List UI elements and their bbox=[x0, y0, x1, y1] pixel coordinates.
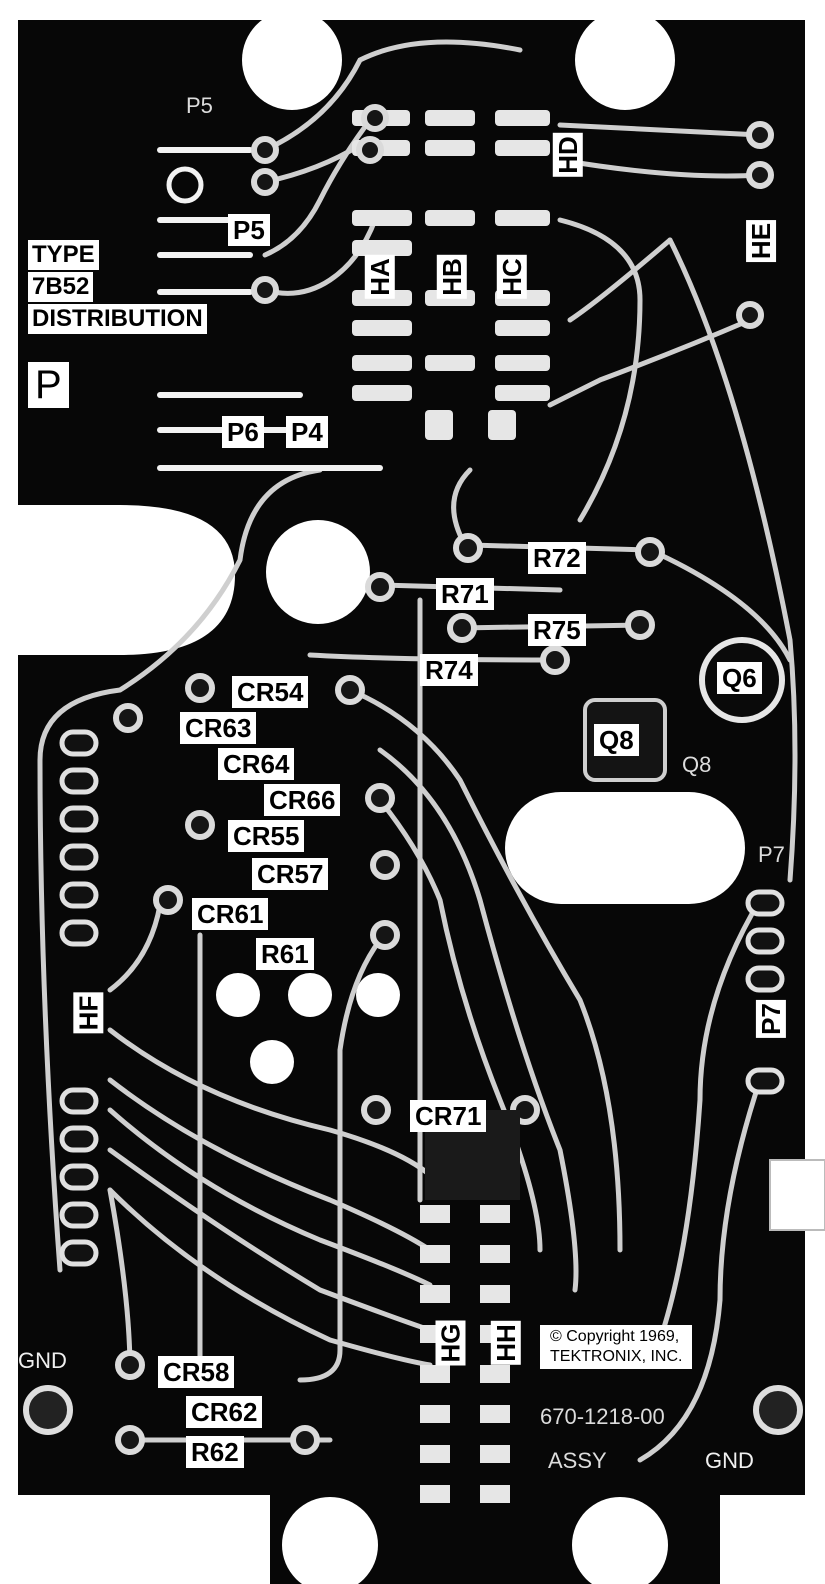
label-cr61: CR61 bbox=[192, 898, 269, 930]
silk-q8: Q8 bbox=[682, 752, 712, 777]
p7-pins bbox=[745, 889, 785, 1095]
label-r62: R62 bbox=[186, 1436, 244, 1468]
title-line-model: 7B52 bbox=[28, 272, 94, 302]
label-cr58: CR58 bbox=[158, 1356, 235, 1388]
label-hh: HH bbox=[490, 1321, 521, 1365]
label-p4: P4 bbox=[286, 416, 328, 448]
part-number: 670-1218-00 bbox=[540, 1404, 665, 1429]
title-line-distribution: DISTRIBUTION bbox=[28, 304, 207, 334]
label-hb: HB bbox=[436, 255, 467, 299]
copyright-line-1: © Copyright 1969, bbox=[550, 1328, 680, 1345]
title-block: TYPE 7B52 DISTRIBUTION bbox=[28, 240, 207, 334]
board-substrate bbox=[18, 20, 805, 1584]
label-hd: HD bbox=[552, 133, 583, 177]
label-p5: P5 bbox=[228, 214, 270, 246]
label-cr54: CR54 bbox=[232, 676, 309, 708]
silk-p7: P7 bbox=[758, 842, 785, 867]
title-line-type: TYPE bbox=[28, 240, 99, 270]
copyright-line-2: TEKTRONIX, INC. bbox=[550, 1348, 683, 1365]
label-ha: HA bbox=[364, 255, 395, 299]
board-letter: P bbox=[28, 362, 69, 408]
hf-pins bbox=[59, 729, 99, 1267]
label-cr71: CR71 bbox=[410, 1100, 487, 1132]
gnd-right: GND bbox=[705, 1448, 754, 1473]
label-r74: R74 bbox=[420, 654, 478, 686]
copyright-block: © Copyright 1969, TEKTRONIX, INC. bbox=[540, 1325, 693, 1369]
label-hf: HF bbox=[73, 992, 104, 1034]
label-q6: Q6 bbox=[717, 662, 762, 694]
label-p6: P6 bbox=[222, 416, 264, 448]
label-hc: HC bbox=[496, 255, 527, 299]
label-cr55: CR55 bbox=[228, 820, 305, 852]
label-q8: Q8 bbox=[594, 724, 639, 756]
gnd-left: GND bbox=[18, 1348, 67, 1373]
mounting-holes bbox=[216, 10, 745, 1584]
ground-pads bbox=[23, 1385, 803, 1435]
label-r72: R72 bbox=[528, 542, 586, 574]
label-p7: P7 bbox=[755, 1000, 786, 1038]
label-cr66: CR66 bbox=[264, 784, 341, 816]
label-cr62: CR62 bbox=[186, 1396, 263, 1428]
label-hg: HG bbox=[435, 1320, 466, 1366]
label-he: HE bbox=[746, 219, 777, 263]
edge-pins bbox=[157, 147, 383, 471]
label-cr64: CR64 bbox=[218, 748, 295, 780]
label-r75: R75 bbox=[528, 614, 586, 646]
label-r61: R61 bbox=[256, 938, 314, 970]
label-r71: R71 bbox=[436, 578, 494, 610]
p5-pad bbox=[166, 166, 204, 204]
edge-tab-right bbox=[769, 1159, 825, 1231]
silk-p5: P5 bbox=[186, 93, 213, 118]
label-cr57: CR57 bbox=[252, 858, 329, 890]
assy-text: ASSY bbox=[548, 1448, 607, 1473]
label-cr63: CR63 bbox=[180, 712, 257, 744]
